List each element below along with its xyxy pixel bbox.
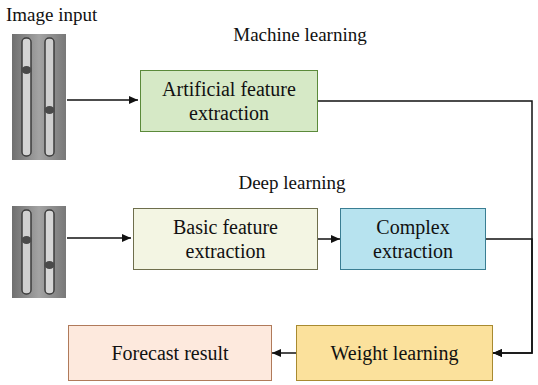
input-arrow xyxy=(67,237,131,239)
section-label: Image input xyxy=(6,4,97,26)
section-heading: Machine learning xyxy=(233,24,366,46)
process-box: Weight learning xyxy=(296,325,493,381)
connector-arrow xyxy=(318,101,532,353)
box-text: Weight learning xyxy=(331,341,459,365)
box-text: Forecast result xyxy=(111,341,228,365)
connector-arrow xyxy=(318,238,340,240)
section-heading: Deep learning xyxy=(238,172,345,194)
input-arrow xyxy=(67,99,138,101)
weld-photo xyxy=(12,34,66,160)
process-box: Basic feature extraction xyxy=(133,208,318,270)
connector-arrow xyxy=(272,352,296,354)
box-text: Basic feature extraction xyxy=(144,215,307,263)
box-text: Artificial feature extraction xyxy=(151,77,307,125)
process-box: Artificial feature extraction xyxy=(140,70,318,132)
result-box: Forecast result xyxy=(68,325,272,381)
box-text: Complex extraction xyxy=(351,215,475,263)
weld-photo xyxy=(12,206,66,298)
process-box: Complex extraction xyxy=(340,208,486,270)
